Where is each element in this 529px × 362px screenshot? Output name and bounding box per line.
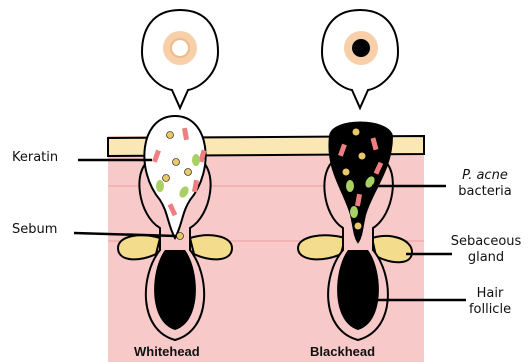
sebaceous-line1: Sebaceous bbox=[451, 234, 522, 249]
sebum-droplet bbox=[163, 175, 170, 182]
sebum-droplet bbox=[355, 223, 362, 230]
bacteria bbox=[156, 180, 164, 192]
sebum-label: Sebum bbox=[12, 222, 57, 238]
sebum-droplet bbox=[353, 129, 360, 136]
hair-line1: Hair bbox=[477, 286, 504, 301]
bacteria bbox=[350, 206, 358, 218]
p-acne-bacteria: bacteria bbox=[458, 184, 511, 199]
sebum-droplet bbox=[173, 159, 180, 166]
bacteria bbox=[346, 180, 354, 192]
p-acne-species: P. acne bbox=[462, 168, 508, 183]
hair-line2: follicle bbox=[469, 302, 511, 317]
sebaceous-gland-label: Sebaceous gland bbox=[446, 234, 526, 266]
sebum-droplet bbox=[343, 169, 350, 176]
sebum-droplet bbox=[177, 233, 184, 240]
blackhead-caption: Blackhead bbox=[310, 344, 375, 359]
sebaceous-gland-left bbox=[118, 235, 160, 259]
keratin-label: Keratin bbox=[12, 150, 58, 166]
blackhead-callout-bubble bbox=[322, 10, 398, 108]
sebaceous-gland-right bbox=[190, 235, 232, 259]
sebaceous-line2: gland bbox=[468, 250, 504, 265]
p-acne-label: P. acne bacteria bbox=[450, 168, 520, 200]
sebum-droplet bbox=[185, 169, 192, 176]
whitehead-caption: Whitehead bbox=[134, 344, 200, 359]
bacteria bbox=[192, 154, 200, 166]
sebum-droplet bbox=[359, 153, 366, 160]
sebum-droplet bbox=[167, 132, 174, 139]
whitehead-callout-bubble bbox=[142, 10, 218, 108]
hair-follicle-label: Hair follicle bbox=[460, 286, 520, 318]
